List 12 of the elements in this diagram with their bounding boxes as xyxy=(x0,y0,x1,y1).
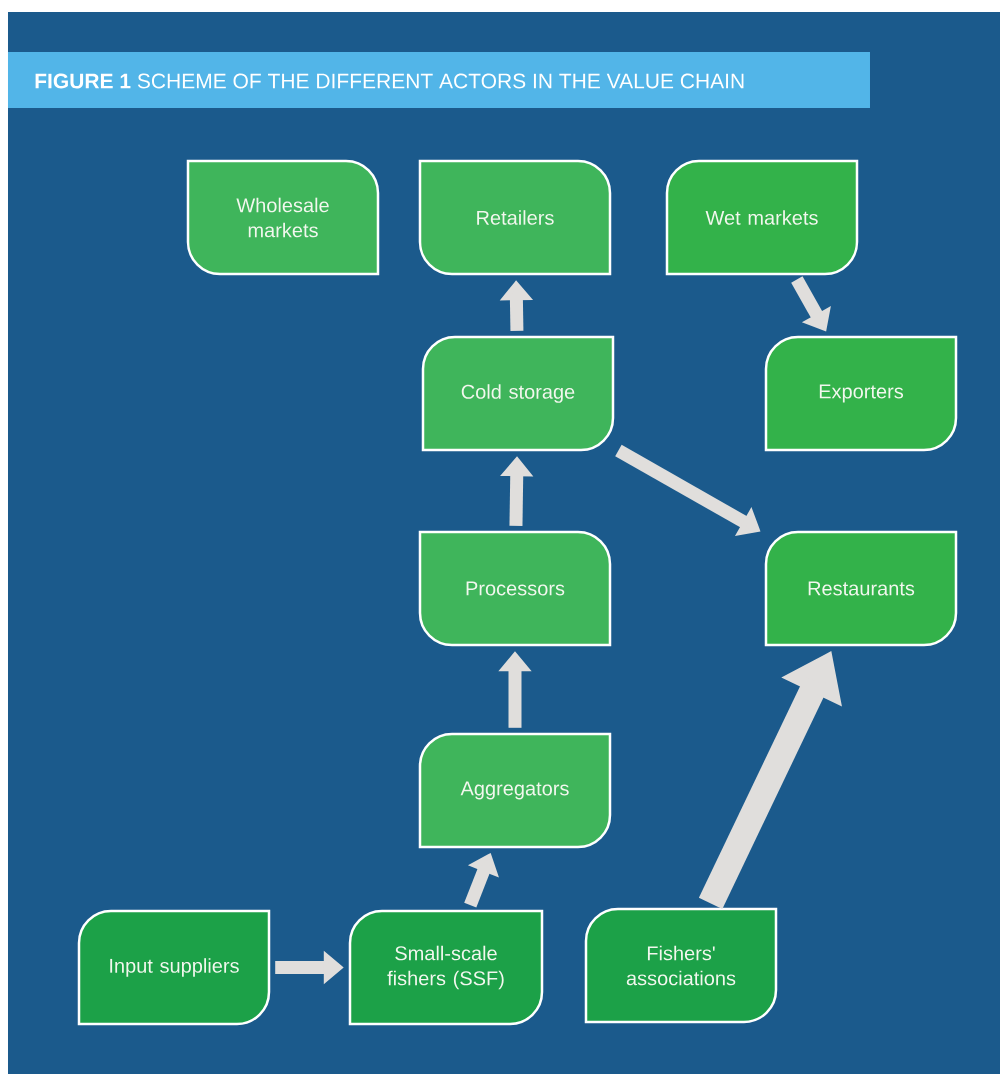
actor-box: Wet markets xyxy=(665,159,859,276)
actor-box: Wholesale markets xyxy=(186,159,380,276)
actor-box: Restaurants xyxy=(764,530,958,647)
actor-box: Cold storage xyxy=(421,335,615,452)
actor-box: Aggregators xyxy=(418,732,612,849)
actor-box: Input suppliers xyxy=(77,909,271,1026)
actor-box: Retailers xyxy=(418,159,612,276)
actor-box: Exporters xyxy=(764,335,958,452)
actor-box: Small-scale fishers (SSF) xyxy=(348,909,544,1026)
actor-box: Fishers' associations xyxy=(584,907,778,1024)
actor-box: Processors xyxy=(418,530,612,647)
title-bar: FIGURE 1 SCHEME OF THE DIFFERENT ACTORS IN THE VALUE CHAIN xyxy=(8,52,870,108)
